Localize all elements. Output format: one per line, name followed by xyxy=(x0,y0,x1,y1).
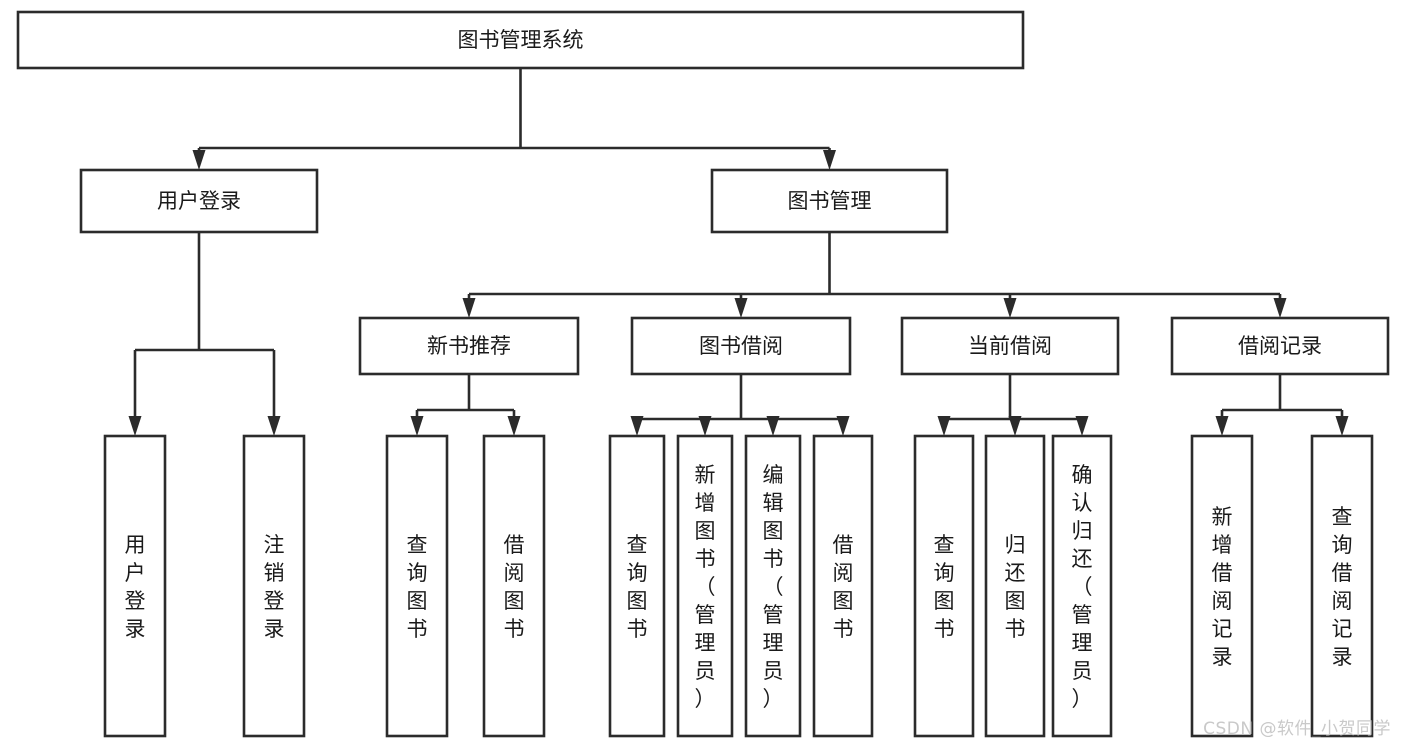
node-leaf-borrow-book-2[interactable]: 借阅图书 xyxy=(812,434,874,738)
arrow-head-icon-leaf-query-book-3 xyxy=(937,416,951,436)
node-label-leaf-add-book: 新增图书（管理员） xyxy=(695,463,716,711)
node-box-leaf-user-login xyxy=(103,434,167,738)
node-leaf-query-record[interactable]: 查询借阅记录 xyxy=(1310,434,1374,738)
node-leaf-query-book-3[interactable]: 查询图书 xyxy=(913,434,975,738)
arrow-head-icon-leaf-query-book-1 xyxy=(410,416,424,436)
node-box-leaf-logout xyxy=(242,434,306,738)
node-box-leaf-query-book-2 xyxy=(608,434,666,738)
arrow-head-icon-leaf-borrow-book-2 xyxy=(836,416,850,436)
arrow-head-icon-new-book-recommend xyxy=(462,298,476,318)
node-leaf-logout[interactable]: 注销登录 xyxy=(242,434,306,738)
node-label-root: 图书管理系统 xyxy=(458,28,584,52)
arrow-head-icon-leaf-query-book-2 xyxy=(630,416,644,436)
arrow-head-icon-borrow-record xyxy=(1273,298,1287,318)
node-book-borrow[interactable]: 图书借阅 xyxy=(630,316,852,376)
node-box-book-borrow xyxy=(630,316,852,376)
node-leaf-user-login[interactable]: 用户登录 xyxy=(103,434,167,738)
node-label-leaf-query-book-2: 查询图书 xyxy=(627,533,648,641)
node-label-borrow-record: 借阅记录 xyxy=(1238,334,1322,358)
arrow-head-icon-leaf-return-book xyxy=(1008,416,1022,436)
arrow-head-icon-leaf-user-login xyxy=(128,416,142,436)
node-leaf-borrow-book-1[interactable]: 借阅图书 xyxy=(482,434,546,738)
arrow-head-icon-leaf-logout xyxy=(267,416,281,436)
node-box-leaf-edit-book xyxy=(744,434,802,738)
node-label-leaf-add-record: 新增借阅记录 xyxy=(1212,505,1233,669)
arrow-head-icon-user-login xyxy=(192,150,206,170)
arrow-head-icon-leaf-borrow-book-1 xyxy=(507,416,521,436)
node-label-leaf-query-book-1: 查询图书 xyxy=(407,533,428,641)
node-box-user-login xyxy=(79,168,319,234)
node-box-leaf-query-book-3 xyxy=(913,434,975,738)
node-box-new-book-recommend xyxy=(358,316,580,376)
node-box-leaf-add-book xyxy=(676,434,734,738)
node-root[interactable]: 图书管理系统 xyxy=(16,10,1025,70)
node-box-leaf-query-record xyxy=(1310,434,1374,738)
node-leaf-confirm-return[interactable]: 确认归还（管理员） xyxy=(1051,434,1113,738)
node-label-leaf-borrow-book-1: 借阅图书 xyxy=(504,533,525,641)
arrow-head-icon-leaf-add-record xyxy=(1215,416,1229,436)
arrow-head-icon-leaf-edit-book xyxy=(766,416,780,436)
arrow-head-icon-leaf-query-record xyxy=(1335,416,1349,436)
node-box-leaf-borrow-book-2 xyxy=(812,434,874,738)
node-box-current-borrow xyxy=(900,316,1120,376)
node-label-book-borrow: 图书借阅 xyxy=(699,334,783,358)
node-leaf-add-book[interactable]: 新增图书（管理员） xyxy=(676,434,734,738)
arrow-head-icon-leaf-confirm-return xyxy=(1075,416,1089,436)
node-book-manage[interactable]: 图书管理 xyxy=(710,168,949,234)
arrow-head-icon-current-borrow xyxy=(1003,298,1017,318)
node-label-book-manage: 图书管理 xyxy=(788,189,872,213)
node-box-leaf-query-book-1 xyxy=(385,434,449,738)
edges-layer xyxy=(128,68,1349,436)
arrow-head-icon-book-borrow xyxy=(734,298,748,318)
arrow-head-icon-book-manage xyxy=(823,150,836,170)
node-label-leaf-confirm-return: 确认归还（管理员） xyxy=(1072,463,1093,711)
node-label-user-login: 用户登录 xyxy=(157,189,241,213)
arrow-head-icon-leaf-add-book xyxy=(698,416,712,436)
node-label-leaf-user-login: 用户登录 xyxy=(125,533,146,641)
node-box-root xyxy=(16,10,1025,70)
node-box-borrow-record xyxy=(1170,316,1390,376)
nodes-layer: 图书管理系统用户登录图书管理新书推荐图书借阅当前借阅借阅记录用户登录注销登录查询… xyxy=(16,10,1390,738)
node-label-current-borrow: 当前借阅 xyxy=(968,334,1052,358)
node-borrow-record[interactable]: 借阅记录 xyxy=(1170,316,1390,376)
node-label-new-book-recommend: 新书推荐 xyxy=(427,334,511,358)
node-current-borrow[interactable]: 当前借阅 xyxy=(900,316,1120,376)
node-user-login[interactable]: 用户登录 xyxy=(79,168,319,234)
node-leaf-return-book[interactable]: 归还图书 xyxy=(984,434,1046,738)
node-leaf-query-book-1[interactable]: 查询图书 xyxy=(385,434,449,738)
node-label-leaf-logout: 注销登录 xyxy=(264,533,285,641)
node-leaf-add-record[interactable]: 新增借阅记录 xyxy=(1190,434,1254,738)
node-box-leaf-confirm-return xyxy=(1051,434,1113,738)
node-label-leaf-query-record: 查询借阅记录 xyxy=(1332,505,1353,669)
node-label-leaf-edit-book: 编辑图书（管理员） xyxy=(763,463,784,711)
node-box-leaf-add-record xyxy=(1190,434,1254,738)
node-leaf-edit-book[interactable]: 编辑图书（管理员） xyxy=(744,434,802,738)
node-label-leaf-borrow-book-2: 借阅图书 xyxy=(833,533,854,641)
node-label-leaf-return-book: 归还图书 xyxy=(1005,533,1026,641)
node-box-leaf-return-book xyxy=(984,434,1046,738)
node-label-leaf-query-book-3: 查询图书 xyxy=(934,533,955,641)
node-box-leaf-borrow-book-1 xyxy=(482,434,546,738)
node-leaf-query-book-2[interactable]: 查询图书 xyxy=(608,434,666,738)
node-new-book-recommend[interactable]: 新书推荐 xyxy=(358,316,580,376)
node-box-book-manage xyxy=(710,168,949,234)
